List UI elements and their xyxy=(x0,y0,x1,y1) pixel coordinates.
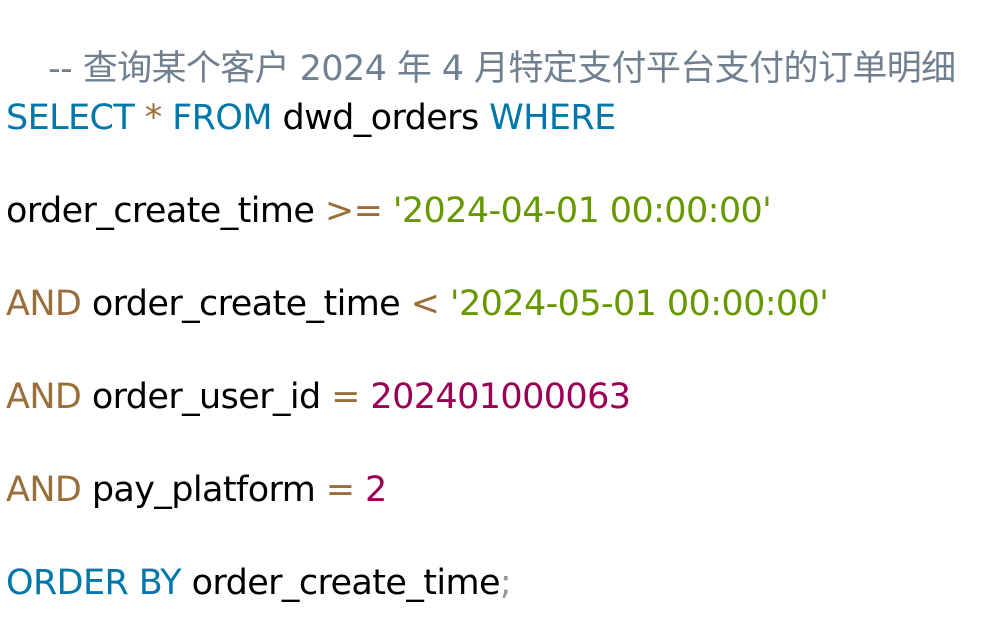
keyword-and: AND xyxy=(6,470,82,510)
operator: < xyxy=(410,284,440,324)
string-literal: '2024-05-01 00:00:00' xyxy=(449,284,829,324)
column-name: order_create_time xyxy=(6,191,315,231)
keyword-select: SELECT xyxy=(6,98,135,138)
keyword-where: WHERE xyxy=(489,98,616,138)
operator: = xyxy=(331,377,360,417)
operator: >= xyxy=(324,191,383,231)
column-name: pay_platform xyxy=(91,470,316,510)
keyword-order-by: ORDER BY xyxy=(6,563,182,603)
statement-terminator: ; xyxy=(499,563,512,603)
operator: = xyxy=(325,470,355,510)
table-name: dwd_orders xyxy=(282,98,479,138)
code-line-condition-start: order_create_time >= '2024-04-01 00:00:0… xyxy=(6,189,772,233)
code-line-order-by: ORDER BY order_create_time; xyxy=(6,561,512,605)
keyword-and: AND xyxy=(6,284,82,324)
sql-comment: -- 查询某个客户 2024 年 4 月特定支付平台支付的订单明细 xyxy=(48,49,956,89)
keyword-from: FROM xyxy=(172,98,272,138)
column-name: order_create_time xyxy=(91,284,401,324)
number-literal: 2 xyxy=(365,470,387,510)
keyword-and: AND xyxy=(6,377,82,417)
code-line-select: SELECT * FROM dwd_orders WHERE xyxy=(6,96,616,140)
operator-star: * xyxy=(144,98,163,138)
code-line-condition-end: AND order_create_time < '2024-05-01 00:0… xyxy=(6,282,829,326)
column-name: order_create_time xyxy=(191,563,501,603)
code-line-user-id: AND order_user_id = 202401000063 xyxy=(6,375,631,419)
code-line-comment: -- 查询某个客户 2024 年 4 月特定支付平台支付的订单明细 xyxy=(6,3,956,135)
string-literal: '2024-04-01 00:00:00' xyxy=(392,191,772,231)
code-line-pay-platform: AND pay_platform = 2 xyxy=(6,468,387,512)
number-literal: 202401000063 xyxy=(370,377,631,417)
column-name: order_user_id xyxy=(91,377,321,417)
